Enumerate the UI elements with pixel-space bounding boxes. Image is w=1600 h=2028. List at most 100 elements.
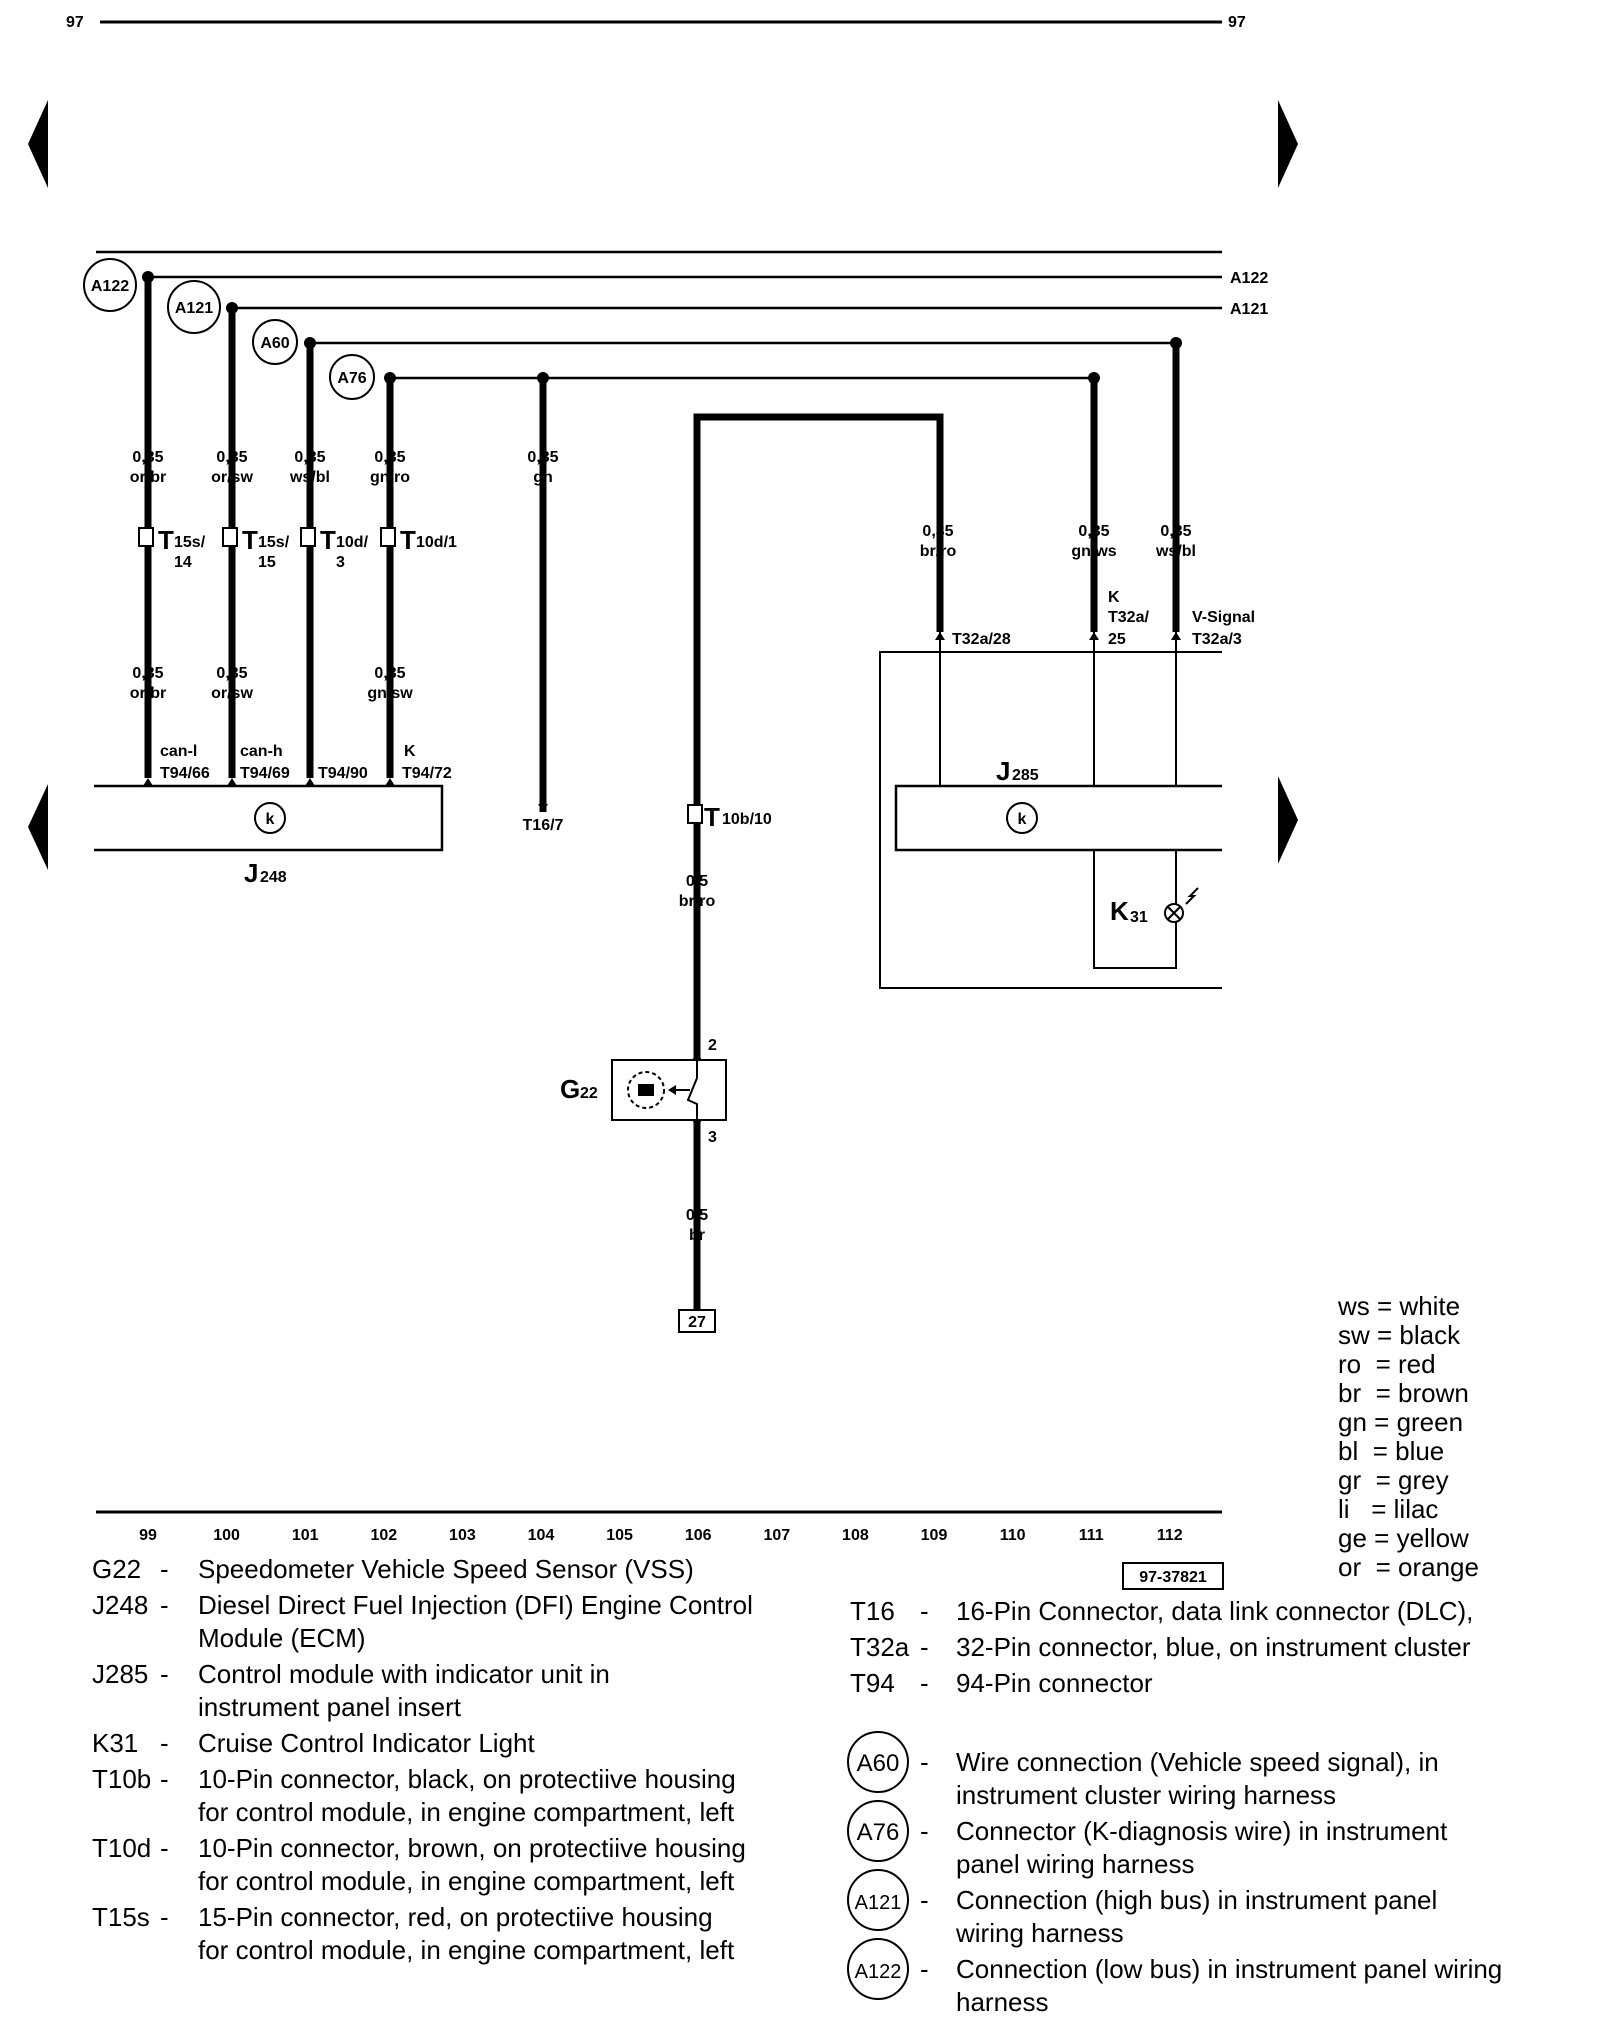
wire-color-label: or/sw [211,469,253,486]
module-j248-name: J [244,858,258,888]
previous-page-arrow-bottom[interactable] [28,784,48,870]
connector-pin: 3 [336,554,345,571]
indicator-lamp-icon [1167,906,1181,920]
column-number: 101 [292,1527,319,1544]
pin-label: T32a/3 [1192,631,1242,648]
legend-dash: - [920,1668,929,1698]
legend-description: Diesel Direct Fuel Injection (DFI) Engin… [198,1590,753,1620]
color-key-row: ws = white [1338,1291,1461,1321]
next-page-arrow-bottom[interactable] [1278,776,1298,864]
connector-pin: 15 [258,554,276,571]
pin-arrow-icon [1171,632,1181,640]
legend-dash: - [160,1833,169,1863]
legend-description: Connection (high bus) in instrument pane… [956,1885,1437,1915]
legend-dash: - [920,1816,929,1846]
pin-arrow-icon [538,804,548,812]
wire-gauge-label: 0,35 [132,449,163,466]
legend-description: 32-Pin connector, blue, on instrument cl… [956,1632,1471,1662]
connector-t15s-15: T 15s/ 15 [222,525,290,571]
pin-arrow-icon [692,1120,702,1128]
color-name: red [1397,1349,1436,1379]
wire-color-label: ws/bl [1155,543,1196,560]
color-name: orange [1397,1552,1479,1582]
splice-circle-icon [847,1731,909,1793]
wire-color-label: or/br [130,469,166,486]
connector-t10d-1: T 10d/1 [380,525,457,555]
control-module-k-label: k [1018,811,1027,828]
legend-description: instrument cluster wiring harness [956,1780,1336,1810]
color-code: br [1338,1378,1362,1408]
color-name: yellow [1396,1523,1469,1553]
pin-signal: can-h [240,743,283,760]
control-module-k-label: k [266,811,275,828]
document-id: 97-37821 [1139,1569,1207,1586]
splice-a76-label: A76 [337,370,366,387]
color-name: lilac [1393,1494,1439,1524]
legend-dash: - [920,1596,929,1626]
module-j285-box [894,784,1222,852]
color-key-row: ro = red [1338,1349,1436,1379]
splice-a76-icon [329,354,375,400]
wire-color-label: or/sw [211,685,253,702]
pin-signal: K [1108,589,1120,606]
control-module-k-icon [254,802,286,834]
sensor-g22-sub: 22 [580,1085,598,1102]
column-number: 102 [370,1527,397,1544]
wire-color-key: ws = white sw = black ro = red br = brow… [1338,1292,1479,1582]
splice-circle-icon [847,1800,909,1862]
legend-description: Wire connection (Vehicle speed signal), … [956,1747,1439,1777]
legend-dash: - [920,1632,929,1662]
column-number: 109 [921,1527,948,1544]
sensor-pin-top: 2 [708,1037,717,1054]
module-j285-name: J [996,756,1010,786]
color-key-row: sw = black [1338,1320,1461,1350]
color-name: black [1399,1320,1461,1350]
ground-reference-box [678,1309,716,1333]
wire-gauge-label: 0,35 [216,665,247,682]
pin-arrow-icon [935,632,945,640]
ground-reference-label: 27 [688,1314,706,1331]
column-number: 112 [1157,1527,1183,1544]
legend-code: T32a [850,1632,910,1662]
column-number: 110 [1000,1527,1026,1544]
connector-icon [380,527,396,547]
legend-dash: - [160,1902,169,1932]
pin-label: T32a/28 [952,631,1011,648]
wire-color-label: br/ro [920,543,957,560]
legend-code: J285 [92,1659,148,1689]
wire-color-label: br [689,1227,705,1244]
connector-sub: 15s/ [258,534,290,551]
column-number: 99 [139,1527,157,1544]
connector-icon [138,527,154,547]
legend-description: Connector (K-diagnosis wire) in instrume… [956,1816,1448,1846]
pin-label: T94/90 [318,765,368,782]
color-code: li [1338,1494,1350,1524]
pin-label: T94/72 [402,765,452,782]
splice-a121-icon [167,280,221,334]
legend-description: for control module, in engine compartmen… [198,1797,735,1827]
wire-gauge-label: 0,5 [686,873,708,890]
bus-label-a122: A122 [1230,270,1268,287]
sensor-g22-name: G [560,1074,580,1104]
legend-dash: - [160,1764,169,1794]
connector-main: T [320,525,336,555]
color-code: gn [1338,1407,1367,1437]
color-name: brown [1397,1378,1469,1408]
pin-arrow-icon [1089,632,1099,640]
sensor-g22: 2 3 G 22 [560,1037,727,1146]
next-page-arrow-top[interactable] [1278,100,1298,188]
legend-code: J248 [92,1590,148,1620]
connector-main: T [242,525,258,555]
legend-description: instrument panel insert [198,1692,462,1722]
legend-description: Cruise Control Indicator Light [198,1728,535,1758]
connector-main: T [704,802,720,832]
wire-color-label: ws/bl [289,469,330,486]
module-j285: T32a/28 K T32a/ 25 V-Signal T32a/3 J 285… [879,589,1255,989]
wire-gauge-label: 0,35 [294,449,325,466]
wire-color-label: gn/ro [370,469,410,486]
previous-page-arrow-top[interactable] [28,100,48,188]
wire-color-label: or/br [130,685,166,702]
wire-gauge-label: 0,35 [527,449,558,466]
wire-gauge-label: 0,35 [216,449,247,466]
